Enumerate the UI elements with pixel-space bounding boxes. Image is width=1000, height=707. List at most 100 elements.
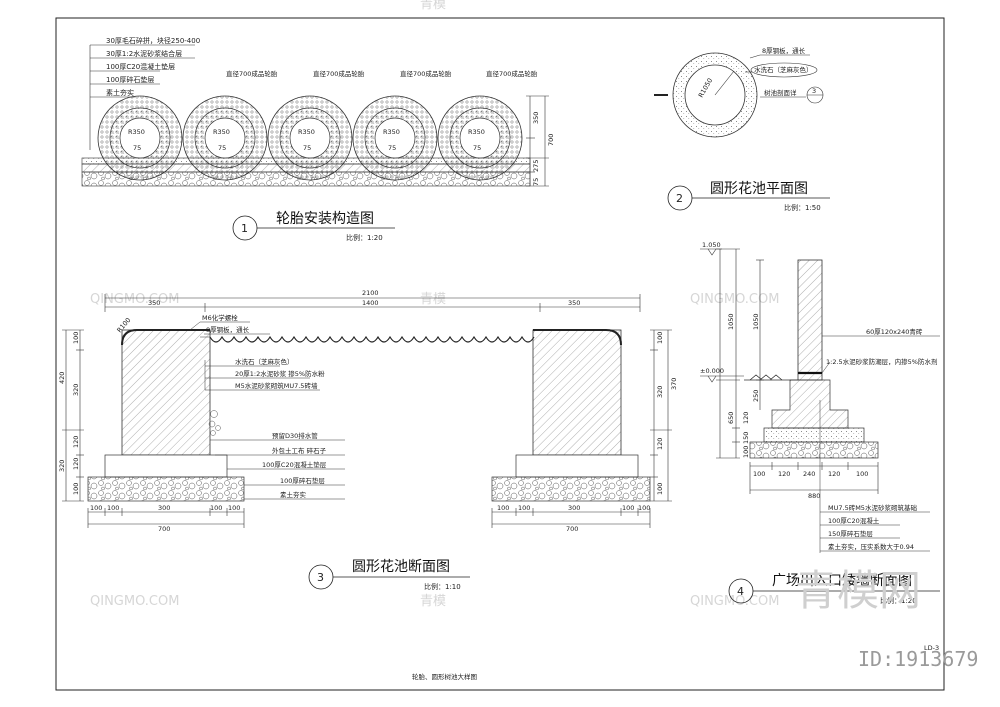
svg-text:320: 320 [656,386,664,398]
svg-text:370: 370 [670,378,678,390]
svg-text:250: 250 [752,390,760,402]
section-label: M6化学螺栓 [202,313,238,322]
drawing-scale: 比例：1:20 [346,233,383,242]
svg-text:75: 75 [133,144,141,152]
plan-label: 水洗石（芝麻灰色） [754,65,813,74]
svg-text:420: 420 [58,372,66,384]
svg-text:75: 75 [303,144,311,152]
watermark-id: ID:1913679 [858,647,978,671]
drawing-scale: 比例：1:10 [424,582,461,591]
svg-text:700: 700 [158,525,170,533]
layer-label: 30厚1:2水泥砂浆结合层 [106,49,182,58]
svg-text:1050: 1050 [752,313,760,330]
tire-4: R350 75 [352,95,438,181]
drawing-4-wall-section: 1.050 ±0.000 60厚120x240青砖 1:2.5水泥砂浆防潮层，内… [700,241,940,605]
steel-plate-scallop [209,335,535,343]
layer-label: 100厚碎石垫层 [106,75,154,84]
svg-text:300: 300 [158,504,170,512]
plan-label: 8厚钢板，通长 [762,46,806,55]
drawing-title: 广场出入口矮墙断面图 [772,573,912,589]
svg-text:100: 100 [856,470,868,478]
svg-text:700: 700 [566,525,578,533]
svg-text:2100: 2100 [362,289,379,297]
svg-text:R350: R350 [298,128,315,136]
sheet-code: LD-3 [924,644,939,652]
svg-text:100: 100 [656,332,664,344]
svg-text:240: 240 [803,470,815,478]
tire-3: R350 75 [267,95,353,181]
drawing-3-planter-section: 2100 350 1400 350 R100 M6化学螺栓 8厚钢板，通长 [58,289,678,591]
wall-label: 1:2.5水泥砂浆防潮层，内掺5%防水剂 [826,357,937,366]
layer-label: 30厚毛石碎拼，块径250-400 [106,36,200,45]
drawing-2-planter-plan: R1050 8厚钢板，通长 水洗石（芝麻灰色） 树池剖面详 3 2 圆形花池平面… [654,46,830,212]
section-label: 外包土工布 碎石子 [272,446,327,455]
section-label: M5水泥砂浆砌筑MU7.5砖墙 [235,381,318,390]
svg-text:3: 3 [812,87,816,95]
sheet-footer-title: 轮胎、圆形树池大样图 [412,672,477,681]
drawing-number: 2 [676,192,683,205]
watermark-brand: 青模 [420,0,446,12]
svg-text:R350: R350 [213,128,230,136]
section-label: 预留D30排水管 [272,431,318,440]
drawing-scale: 比例：1:20 [880,596,917,605]
section-label: 8厚钢板，通长 [206,325,250,334]
svg-text:75: 75 [532,178,540,186]
layer-label: 素土夯实 [106,88,134,97]
wall-label: 100厚C20混凝土 [828,516,880,525]
svg-text:100: 100 [656,483,664,495]
watermark-qingmo: QINGMO.COM [90,292,179,307]
watermark-logo: 青模网 [795,566,921,615]
layer-label: 100厚C20混凝土垫层 [106,62,175,71]
drawing-title: 圆形花池断面图 [352,559,450,575]
drawing-number: 4 [737,585,744,598]
svg-text:350: 350 [148,299,160,307]
svg-text:100: 100 [638,504,650,512]
plan-label: 树池剖面详 [764,88,797,97]
svg-text:120: 120 [828,470,840,478]
svg-text:100: 100 [622,504,634,512]
svg-text:120: 120 [72,436,80,448]
drawing-title: 圆形花池平面图 [710,181,808,197]
drawing-scale: 比例：1:50 [784,203,821,212]
svg-text:±0.000: ±0.000 [700,367,724,375]
svg-text:300: 300 [568,504,580,512]
svg-text:100: 100 [72,332,80,344]
wall-label: 60厚120x240青砖 [866,327,923,336]
svg-text:350: 350 [568,299,580,307]
svg-text:320: 320 [58,460,66,472]
svg-text:100: 100 [107,504,119,512]
svg-text:275: 275 [532,160,540,172]
watermark-qingmo: QINGMO.COM [690,292,779,307]
section-label: 100厚碎石垫层 [280,476,325,485]
wall-label: 150厚碎石垫层 [828,529,873,538]
section-label: 100厚C20混凝土垫层 [262,460,327,469]
wall-label: MU7.5砖M5水泥砂浆砌筑基础 [828,503,917,512]
svg-text:100: 100 [210,504,222,512]
tire-1: R350 75 [97,95,183,181]
wall-label: 素土夯实，压实系数大于0.94 [828,542,914,551]
tire-label: 直径700成品轮胎 [226,69,278,78]
svg-text:R350: R350 [128,128,145,136]
svg-text:R350: R350 [468,128,485,136]
svg-text:1.050: 1.050 [702,241,721,249]
svg-text:100: 100 [753,470,765,478]
svg-text:350: 350 [532,112,540,124]
svg-text:650: 650 [727,412,735,424]
svg-text:1400: 1400 [362,299,379,307]
section-label: 水洗石（芝麻灰色） [235,357,294,366]
tire-label: 直径700成品轮胎 [486,69,538,78]
sheet-border [55,17,945,691]
section-label: 20厚1:2水泥砂浆 掺5%防水粉 [235,369,325,378]
svg-text:880: 880 [808,492,820,500]
svg-text:100: 100 [72,483,80,495]
svg-text:120: 120 [778,470,790,478]
svg-text:75: 75 [473,144,481,152]
svg-text:75: 75 [218,144,226,152]
drawing-number: 1 [241,222,248,235]
svg-text:100: 100 [518,504,530,512]
svg-text:1050: 1050 [727,313,735,330]
svg-text:75: 75 [388,144,396,152]
watermark-brand: 青模 [420,292,446,307]
svg-text:120: 120 [742,412,750,424]
